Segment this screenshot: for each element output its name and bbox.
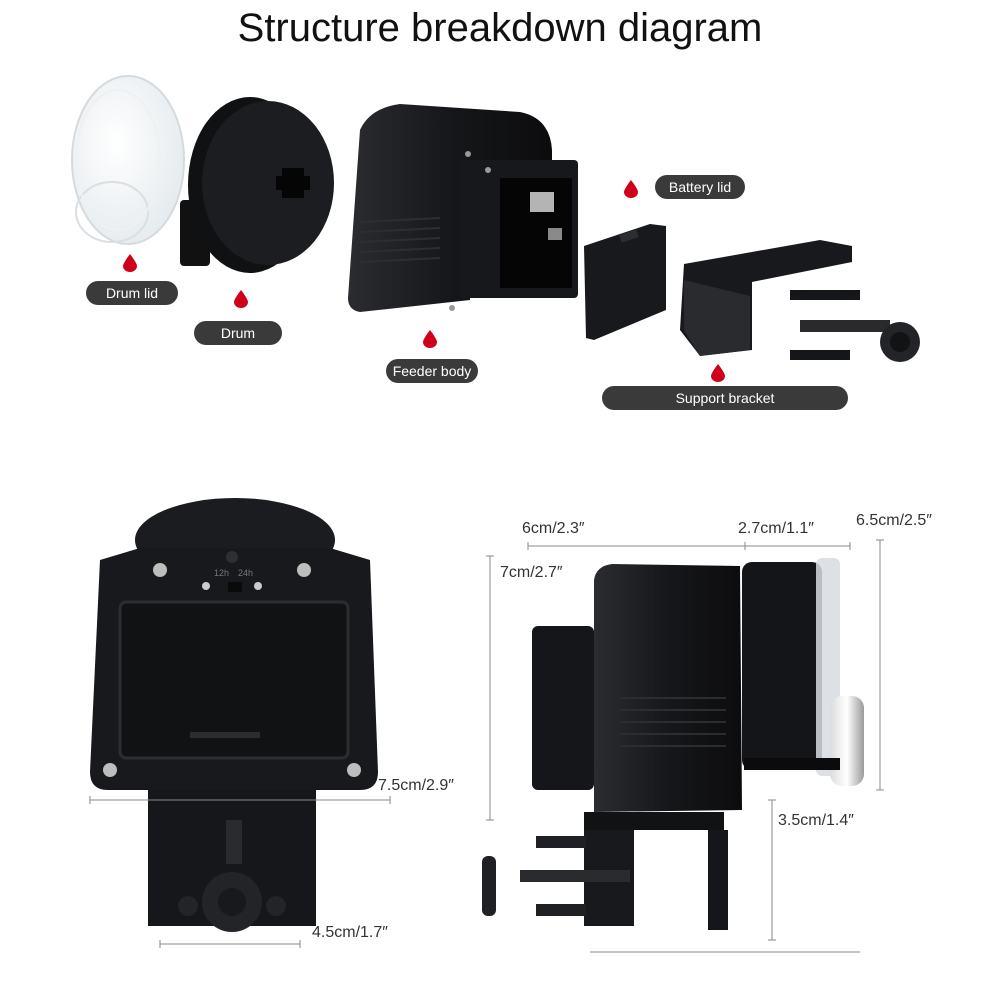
dim-body-height: 7cm/2.7″ <box>500 564 563 581</box>
drum-lid-part <box>71 75 185 245</box>
switch-label-12h: 12h <box>214 568 229 578</box>
support-bracket-marker-icon <box>711 364 725 382</box>
dim-bracket-width: 4.5cm/1.7″ <box>312 924 388 941</box>
label-feeder-body: Feeder body <box>386 359 478 383</box>
ruler-7cm <box>486 555 494 821</box>
ruler-7-5cm <box>89 796 391 804</box>
drum-lid-marker-icon <box>123 254 137 272</box>
label-battery-lid: Battery lid <box>655 175 745 199</box>
support-bracket-part <box>680 240 920 362</box>
ruler-3-5cm <box>590 799 860 953</box>
label-drum: Drum <box>194 321 282 345</box>
ruler-6-5cm <box>876 539 884 791</box>
switch-label-24h: 24h <box>238 568 253 578</box>
battery-lid-part <box>584 224 666 340</box>
back-view-device <box>90 498 378 932</box>
dim-body-length: 6cm/2.3″ <box>522 520 585 537</box>
feeder-body-marker-icon <box>423 330 437 348</box>
dim-drum-height: 6.5cm/2.5″ <box>856 512 932 529</box>
feeder-body-part <box>348 104 578 312</box>
dim-width-total: 7.5cm/2.9″ <box>378 777 454 794</box>
label-drum-lid: Drum lid <box>86 281 178 305</box>
page-title: Structure breakdown diagram <box>237 6 763 50</box>
dim-drum-length: 2.7cm/1.1″ <box>738 520 814 537</box>
drum-marker-icon <box>234 290 248 308</box>
drum-part <box>180 97 334 273</box>
ruler-6cm <box>527 542 746 550</box>
label-support-bracket: Support bracket <box>602 386 848 410</box>
dim-bracket-depth: 3.5cm/1.4″ <box>778 812 854 829</box>
ruler-4-5cm <box>159 940 301 948</box>
ruler-2-7cm <box>745 542 851 550</box>
side-view-device <box>482 558 864 930</box>
battery-lid-marker-icon <box>624 180 638 198</box>
